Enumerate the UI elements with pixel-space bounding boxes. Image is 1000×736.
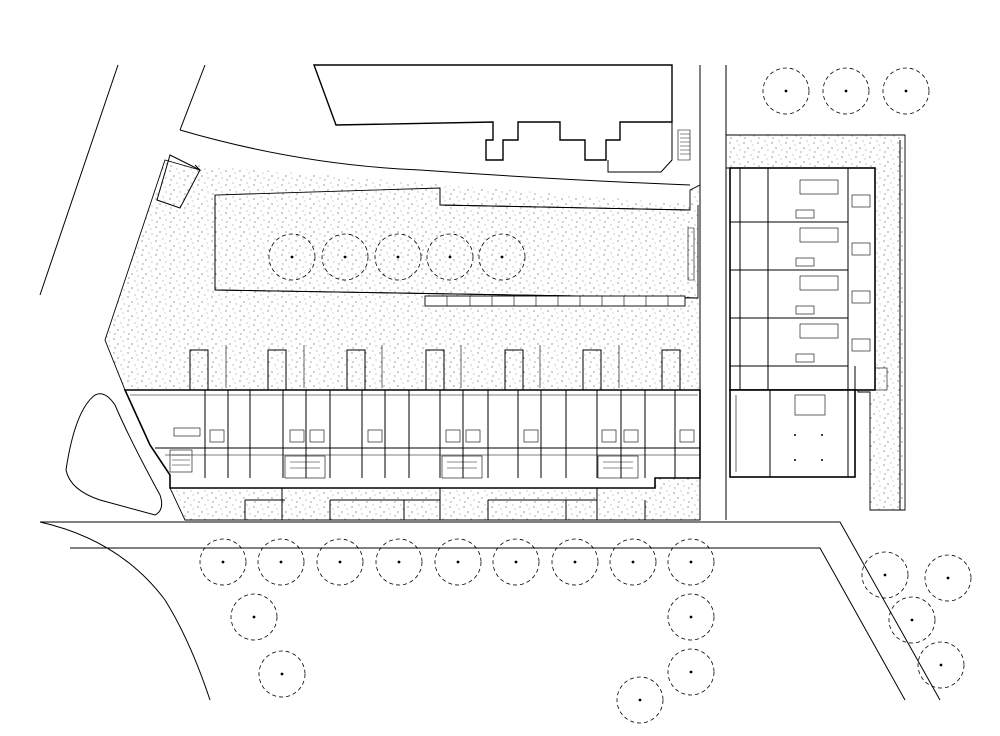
traffic-island xyxy=(65,393,163,516)
courtyard-garden xyxy=(104,159,701,391)
row-house-block xyxy=(123,389,701,489)
entry-bays xyxy=(189,349,681,391)
existing-building-outline xyxy=(312,64,673,161)
east-hall xyxy=(729,367,888,478)
planter-row xyxy=(424,295,686,307)
trees-street xyxy=(199,538,715,724)
back-garden-strip xyxy=(169,477,701,521)
east-building xyxy=(729,167,876,391)
trees-southeast xyxy=(861,551,972,689)
trees-courtyard xyxy=(268,233,526,281)
garden-boundary xyxy=(156,154,201,209)
garden-walls xyxy=(225,345,620,388)
trees-northeast xyxy=(762,67,930,115)
